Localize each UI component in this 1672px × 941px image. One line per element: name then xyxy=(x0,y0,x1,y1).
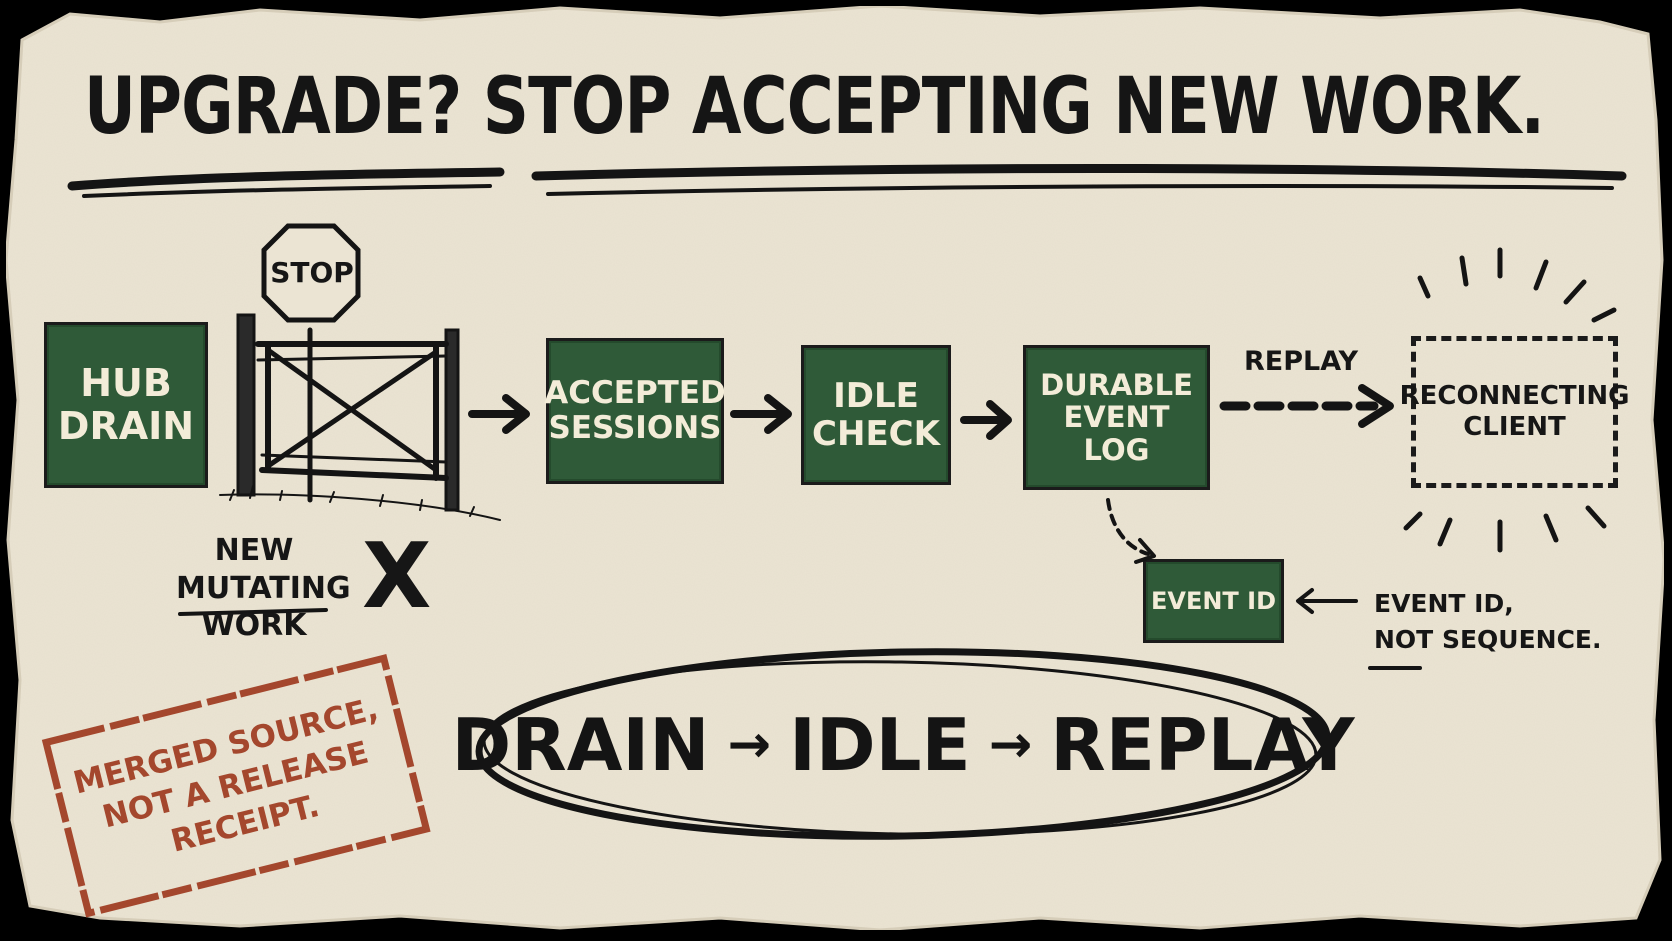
summary-step-replay: REPLAY xyxy=(1050,703,1355,787)
hub-drain-line-2: DRAIN xyxy=(57,404,195,448)
durable-line-1: DURABLE xyxy=(1040,367,1193,402)
new-work-line-1: NEW xyxy=(214,533,294,568)
arrow-right-icon xyxy=(730,394,792,434)
burst-lines-icon xyxy=(1403,247,1617,553)
event-id-note-line-2: NOT SEQUENCE. xyxy=(1374,622,1602,658)
accepted-sessions-line-2: SESSIONS xyxy=(548,410,722,446)
dashed-down-arrow-icon xyxy=(1106,498,1156,564)
event-id-box: EVENT ID xyxy=(1143,559,1284,643)
x-mark-icon: X xyxy=(362,524,432,629)
summary-flow: DRAIN → IDLE → REPLAY xyxy=(452,690,1355,800)
arrow-right-icon xyxy=(960,400,1012,440)
summary-arrow-icon: → xyxy=(727,715,772,775)
idle-check-line-2: CHECK xyxy=(812,414,940,454)
replay-label: REPLAY xyxy=(1244,346,1359,377)
client-line-1: RECONNECTING xyxy=(1399,380,1630,411)
stop-sign-label: STOP xyxy=(270,256,354,289)
summary-arrow-icon: → xyxy=(988,715,1033,775)
arrow-right-icon xyxy=(468,394,530,434)
accepted-sessions-box: ACCEPTED SESSIONS xyxy=(544,338,726,484)
page-title: UPGRADE? STOP ACCEPTING NEW WORK. xyxy=(84,62,1545,152)
event-id-note-rest: SEQUENCE. xyxy=(1441,625,1602,655)
summary-step-idle: IDLE xyxy=(789,703,971,787)
hub-drain-line-1: HUB xyxy=(80,361,172,406)
durable-event-log-box: DURABLE EVENT LOG xyxy=(1023,345,1210,490)
dashed-replay-arrow-icon xyxy=(1219,384,1394,428)
hub-drain-box: HUB DRAIN xyxy=(44,322,208,488)
event-id-note: EVENT ID, NOT SEQUENCE. xyxy=(1374,586,1602,659)
arrow-left-icon xyxy=(1296,588,1358,614)
reconnecting-client-box: RECONNECTING CLIENT xyxy=(1400,336,1629,488)
new-mutating-work-label: NEW MUTATING WORK xyxy=(176,532,351,645)
durable-line-2: EVENT LOG xyxy=(1063,400,1170,467)
summary-step-drain: DRAIN xyxy=(451,703,710,787)
event-id-note-not: NOT xyxy=(1374,625,1434,655)
idle-check-line-1: IDLE xyxy=(833,375,919,416)
client-line-2: CLIENT xyxy=(1463,412,1566,442)
event-id-note-line-1: EVENT ID, xyxy=(1374,589,1514,618)
new-work-line-3: WORK xyxy=(201,608,307,643)
idle-check-box: IDLE CHECK xyxy=(801,345,951,485)
accepted-sessions-line-1: ACCEPTED xyxy=(544,375,726,412)
new-work-line-2: MUTATING xyxy=(176,570,351,606)
